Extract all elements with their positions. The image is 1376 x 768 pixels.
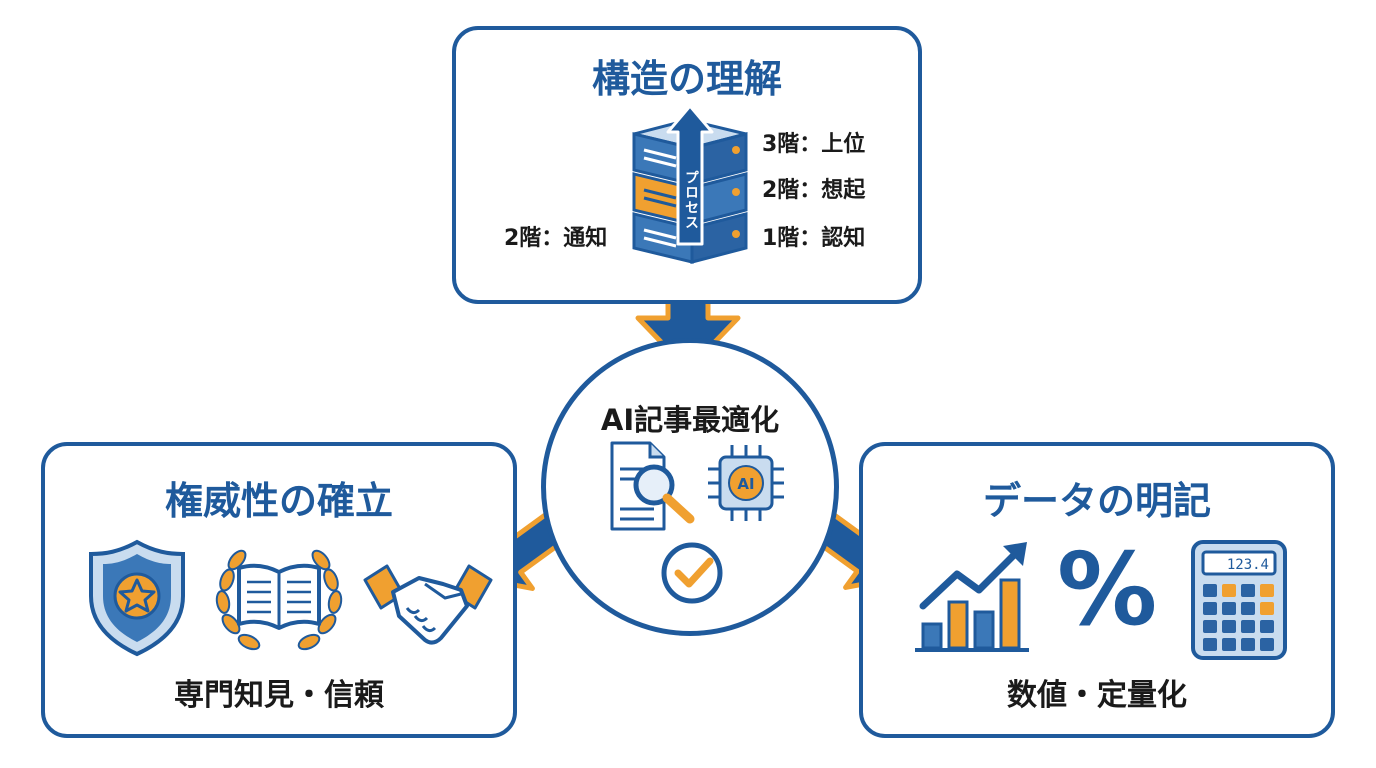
calculator-key	[1203, 620, 1217, 633]
laurel-book-icon	[215, 549, 343, 651]
process-label: プロセス	[683, 170, 699, 230]
calculator-key	[1260, 638, 1274, 651]
floor-2-label: 2階：想起	[762, 178, 866, 203]
up-arrow-icon	[666, 104, 714, 246]
data-box: データの明記 % 123.4 数値・定量化	[859, 442, 1335, 738]
floor-3-label: 3階：上位	[762, 132, 866, 157]
calculator-key	[1260, 584, 1274, 597]
ai-chip-label: AI	[737, 475, 754, 493]
ai-chip-icon: AI	[708, 445, 784, 521]
shield-star-icon	[89, 539, 185, 657]
calculator-key	[1222, 620, 1236, 633]
percent-icon: %	[1057, 531, 1158, 648]
calculator-key	[1241, 602, 1255, 615]
authority-title: 権威性の確立	[164, 479, 393, 523]
structure-box: 構造の理解 プロセス 3階：上位 2階：想起 1階：認知 2階：通知	[452, 26, 922, 304]
center-circle: AI記事最適化 AI	[541, 338, 839, 636]
bar-chart-icon	[915, 542, 1029, 652]
authority-caption: 専門知見・信頼	[174, 678, 384, 713]
calculator-key	[1222, 602, 1236, 615]
calculator-icon: 123.4	[1191, 540, 1287, 660]
floor-1-label: 1階：認知	[762, 226, 866, 251]
calculator-display: 123.4	[1227, 557, 1269, 573]
calculator-key	[1203, 584, 1217, 597]
calculator-key	[1260, 620, 1274, 633]
checkmark-icon	[661, 542, 723, 604]
floor-2-left-label: 2階：通知	[504, 226, 608, 251]
authority-box: 権威性の確立 専門知見・信頼	[41, 442, 517, 738]
calculator-key	[1203, 638, 1217, 651]
calculator-key	[1222, 584, 1236, 597]
center-title: AI記事最適化	[600, 403, 780, 437]
document-magnifier-icon	[610, 441, 695, 531]
server-stack-icon	[632, 104, 748, 264]
calculator-key	[1203, 602, 1217, 615]
calculator-key	[1241, 584, 1255, 597]
calculator-key	[1241, 638, 1255, 651]
handshake-icon	[363, 564, 493, 645]
calculator-key	[1222, 638, 1236, 651]
calculator-key	[1260, 602, 1274, 615]
calculator-key	[1241, 620, 1255, 633]
structure-title: 構造の理解	[591, 57, 782, 101]
data-title: データの明記	[982, 479, 1211, 523]
data-caption: 数値・定量化	[1007, 678, 1187, 713]
